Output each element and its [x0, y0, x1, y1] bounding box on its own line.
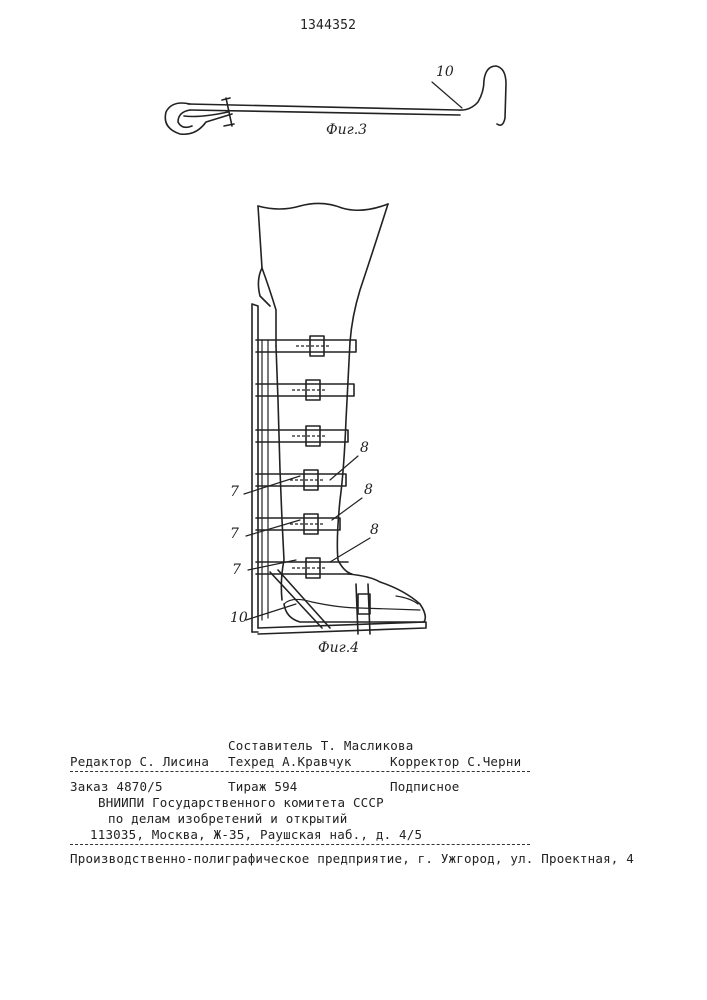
divider: [70, 771, 530, 772]
compiler-line: Составитель Т. Масликова: [228, 738, 413, 753]
corrector-line: Корректор С.Черни: [390, 754, 521, 769]
address-line: 113035, Москва, Ж-35, Раушская наб., д. …: [90, 827, 422, 842]
org-line-1: ВНИИПИ Государственного комитета СССР: [98, 795, 384, 810]
fig4-label-10: 10: [230, 610, 248, 626]
fig4-label-8: 8: [360, 440, 369, 456]
fig4-label-7: 7: [230, 526, 239, 542]
fig3-caption: Фиг.3: [326, 122, 367, 138]
fig4-label-7: 7: [230, 484, 239, 500]
fig4-label-7: 7: [232, 562, 241, 578]
subscription-line: Подписное: [390, 779, 460, 794]
order-line: Заказ 4870/5: [70, 779, 163, 794]
fig4-caption: Фиг.4: [318, 640, 359, 656]
techred-line: Техред А.Кравчук: [228, 754, 352, 769]
fig3-label-10: 10: [436, 64, 454, 80]
editor-line: Редактор С. Лисина: [70, 754, 209, 769]
divider: [70, 844, 530, 845]
circulation-line: Тираж 594: [228, 779, 298, 794]
printer-line: Производственно-полиграфическое предприя…: [70, 851, 634, 866]
figure-3-drawing: [0, 0, 707, 700]
fig4-label-8: 8: [364, 482, 373, 498]
fig4-label-8: 8: [370, 522, 379, 538]
org-line-2: по делам изобретений и открытий: [108, 811, 348, 826]
